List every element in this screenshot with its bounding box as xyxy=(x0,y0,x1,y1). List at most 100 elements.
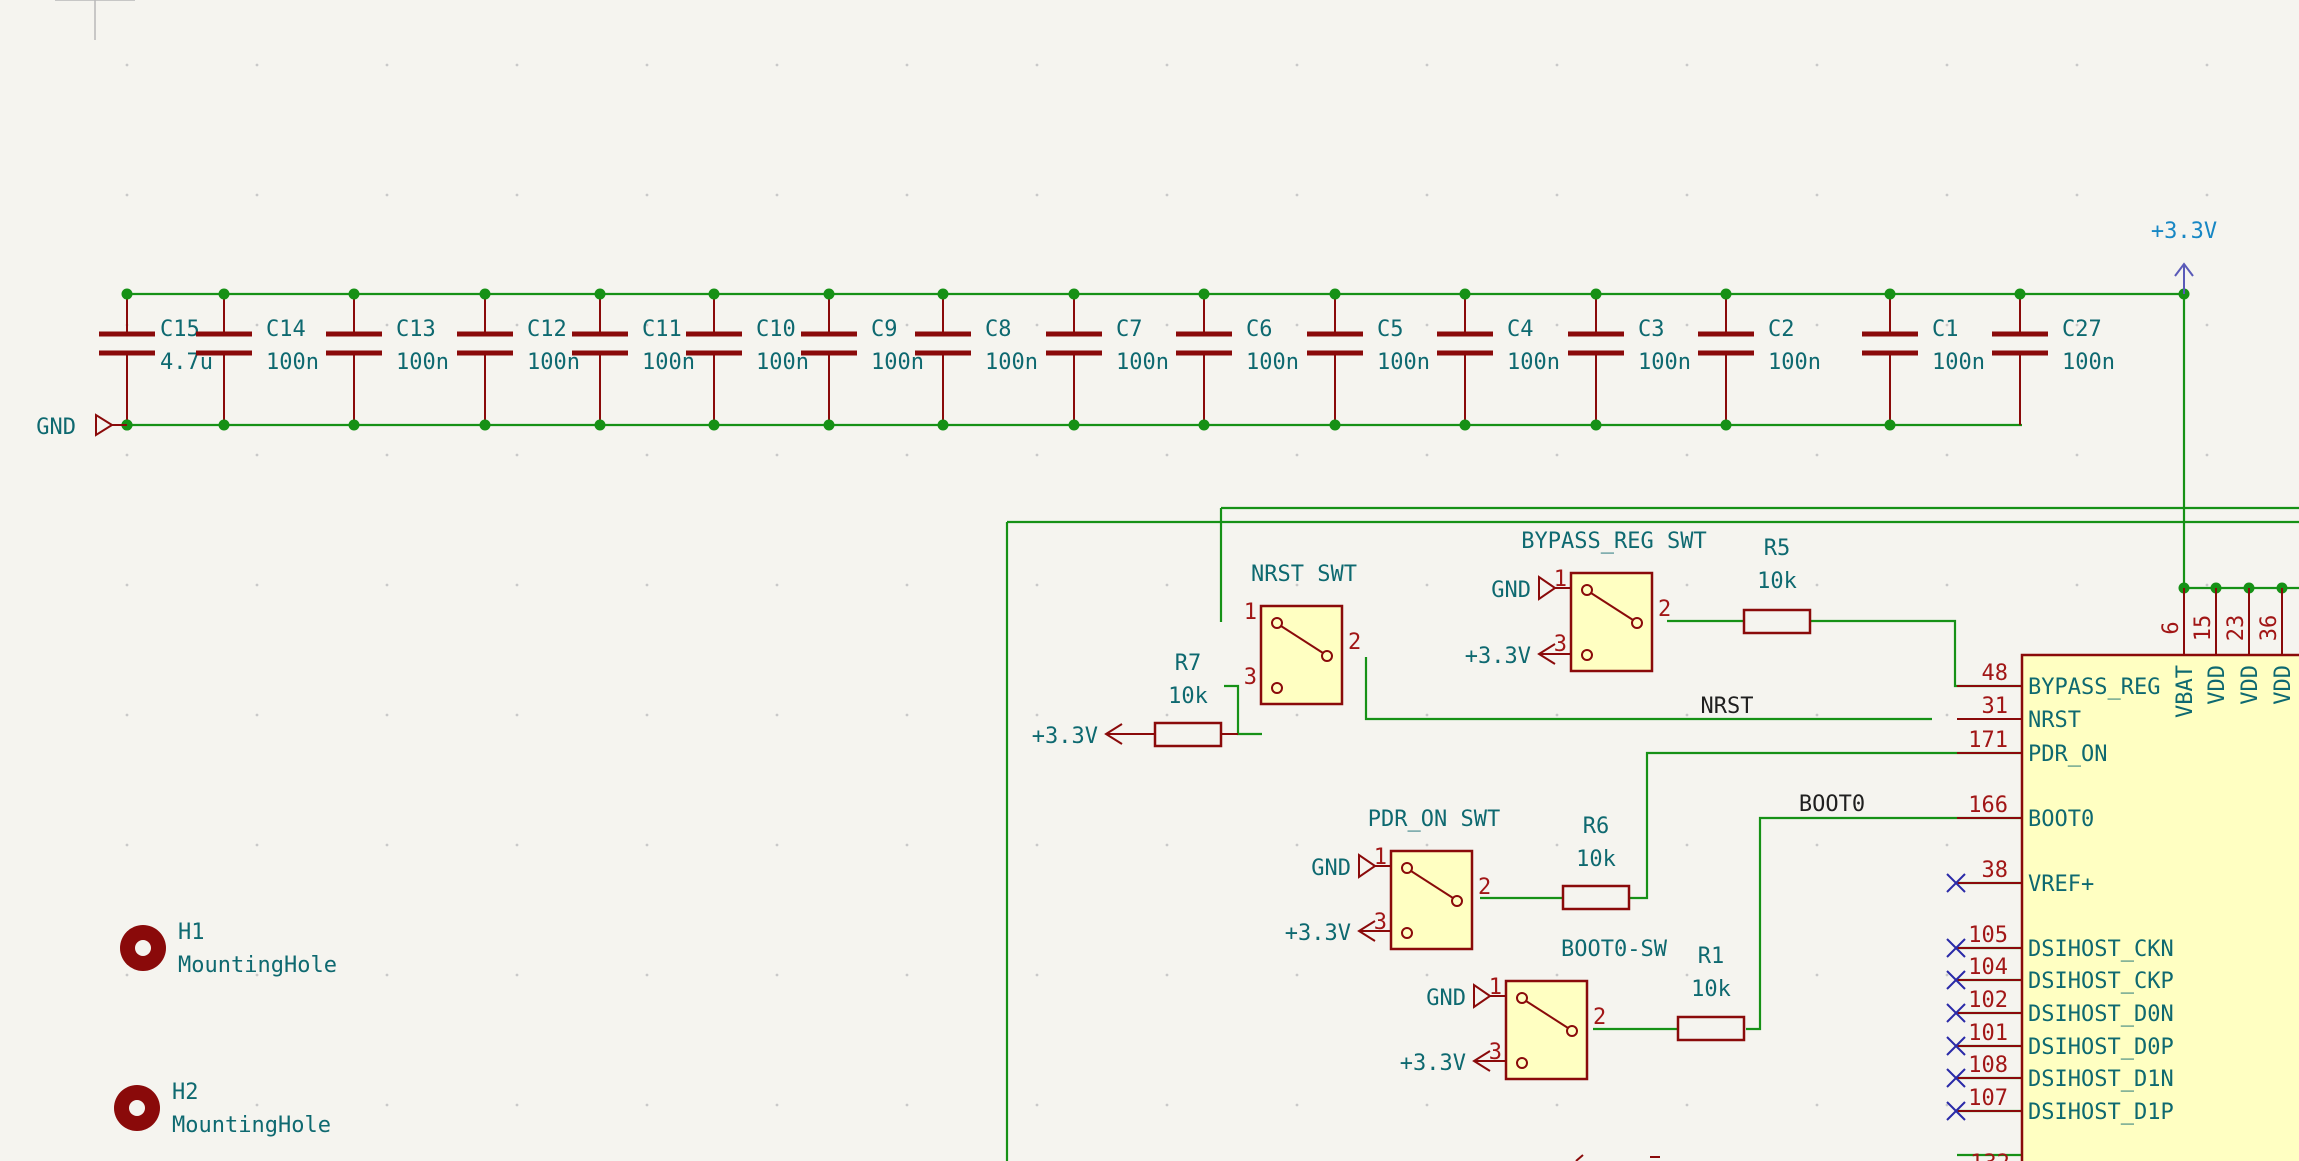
grid-dot xyxy=(645,323,649,327)
resistor-r1[interactable]: R1 10k xyxy=(1676,944,1746,1042)
junction-dot xyxy=(2014,288,2026,300)
grid-dot xyxy=(1815,63,1819,67)
grid-dot xyxy=(2075,193,2079,197)
grid-dot xyxy=(1165,453,1169,457)
capacitor-c14[interactable]: C14 100n xyxy=(196,288,319,431)
grid-dot xyxy=(775,843,779,847)
grid-dot xyxy=(1555,973,1559,977)
grid-dot xyxy=(1945,973,1949,977)
junction-dot xyxy=(218,288,230,300)
grid-dot xyxy=(1815,323,1819,327)
capacitor-value-c14: 100n xyxy=(266,350,319,375)
no-connect-icon xyxy=(1946,1036,1966,1056)
capacitor-value-c13: 100n xyxy=(396,350,449,375)
grid-dot xyxy=(125,973,129,977)
capacitor-value-c3: 100n xyxy=(1638,350,1691,375)
grid-dot xyxy=(905,583,909,587)
junction-dot xyxy=(479,288,491,300)
switch-3v3-label: +3.3V xyxy=(1465,644,1531,669)
grid-dot xyxy=(775,453,779,457)
grid-dot xyxy=(385,63,389,67)
grid-dot xyxy=(125,713,129,717)
grid-dot xyxy=(385,323,389,327)
switch-pin-2-number: 2 xyxy=(1593,1005,1606,1030)
switch-pin-1-number: 1 xyxy=(1554,567,1567,592)
resistor-r6[interactable]: R6 10k xyxy=(1561,814,1631,911)
junction-dot xyxy=(708,419,720,431)
grid-dot xyxy=(1555,583,1559,587)
grid-dot xyxy=(515,973,519,977)
mounting-hole-h1[interactable]: H1 MountingHole xyxy=(120,920,337,978)
grid-dot xyxy=(775,63,779,67)
h2-value: MountingHole xyxy=(172,1113,331,1138)
grid-dot xyxy=(1295,973,1299,977)
junction-dot xyxy=(1459,288,1471,300)
grid-dot xyxy=(1035,713,1039,717)
grid-dot xyxy=(2205,453,2209,457)
mcu-pin-number: 105 xyxy=(1968,923,2008,948)
mcu-pin-name: BYPASS_REG xyxy=(2028,675,2160,700)
switch-pin-1-number: 1 xyxy=(1374,845,1387,870)
switch-pin-3-number: 3 xyxy=(1374,910,1387,935)
mcu-pin-name: VDD xyxy=(2238,665,2263,705)
resistor-r7[interactable]: R7 10k +3.3V xyxy=(1032,651,1238,749)
grid-dot xyxy=(1685,193,1689,197)
switch-pin-3-number: 3 xyxy=(1244,665,1257,690)
capacitor-ref-c14: C14 xyxy=(266,317,306,342)
mcu-pin-number: 38 xyxy=(1982,858,2009,883)
junction-dot xyxy=(1884,288,1896,300)
mounting-hole-h2[interactable]: H2 MountingHole xyxy=(114,1080,331,1138)
junction-dot xyxy=(1198,419,1210,431)
capacitor-value-c12: 100n xyxy=(527,350,580,375)
switch-gnd-label: GND xyxy=(1491,578,1531,603)
grid-dot xyxy=(515,193,519,197)
net-label-boot0: BOOT0 xyxy=(1799,792,1865,817)
power-3v3-top-symbol[interactable]: +3.3V xyxy=(2151,219,2217,294)
capacitor-ref-c27: C27 xyxy=(2062,317,2102,342)
switch-pin-2-number: 2 xyxy=(1478,875,1491,900)
switch-pin-3-number: 3 xyxy=(1489,1040,1502,1065)
grid-dot xyxy=(1035,193,1039,197)
gnd-rail-symbol[interactable]: GND xyxy=(36,413,127,440)
grid-dot xyxy=(775,323,779,327)
resistor-r5[interactable]: R5 10k xyxy=(1742,536,1812,635)
grid-dot xyxy=(1295,63,1299,67)
capacitor-ref-c9: C9 xyxy=(871,317,898,342)
